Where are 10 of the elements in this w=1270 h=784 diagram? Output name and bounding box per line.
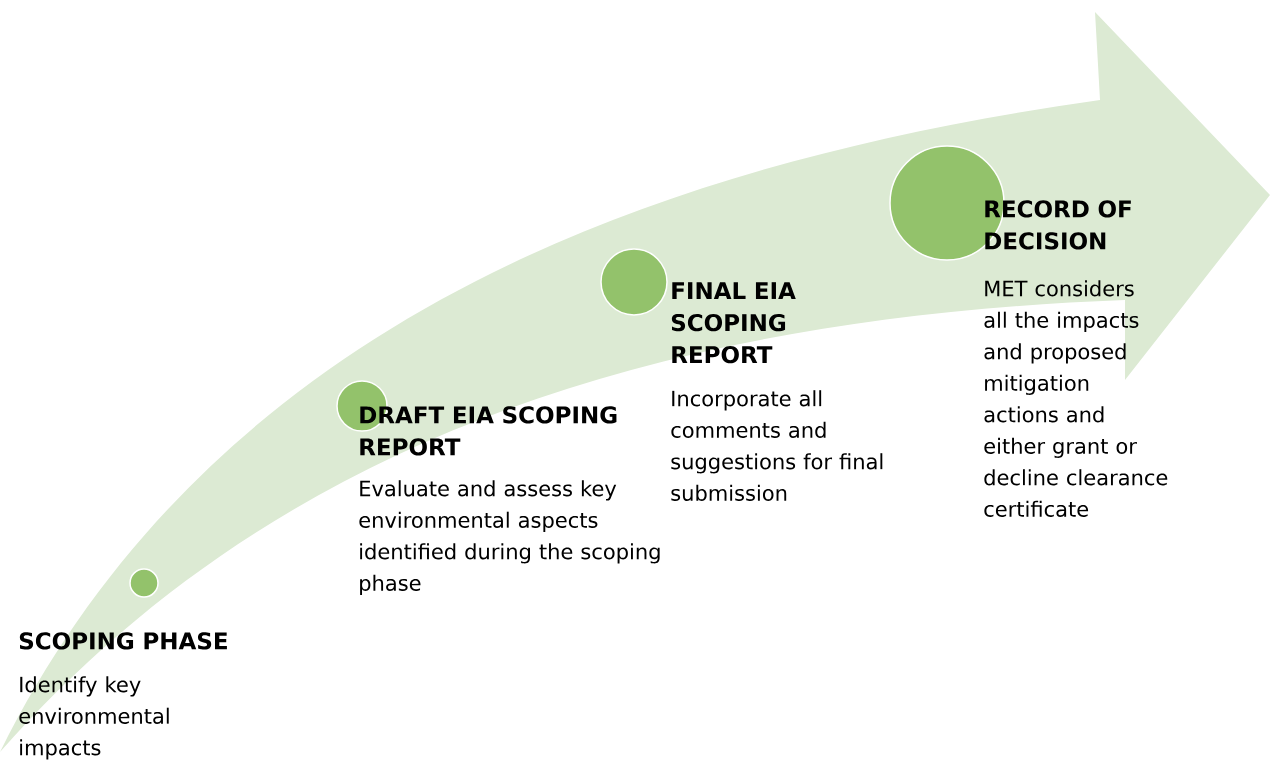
step-description: Incorporate all comments and suggestions for final submission <box>671 390 883 501</box>
step-heading: RECORD OF DECISION <box>985 200 1131 250</box>
step-marker <box>129 568 159 598</box>
step-description: Evaluate and assess key environmental aspects identified during the scoping phase <box>359 480 660 596</box>
step-description: Identify key environmental impacts <box>19 676 169 760</box>
step-heading: SCOPING PHASE <box>19 632 227 650</box>
step-description: MET considers all the impacts and proposed mitigation actions and either grant or decline clearance certificate <box>984 280 1168 517</box>
step-marker <box>600 248 668 316</box>
step-heading: DRAFT EIA SCOPING REPORT <box>360 406 617 456</box>
step-heading: FINAL EIA SCOPING REPORT <box>671 282 796 364</box>
